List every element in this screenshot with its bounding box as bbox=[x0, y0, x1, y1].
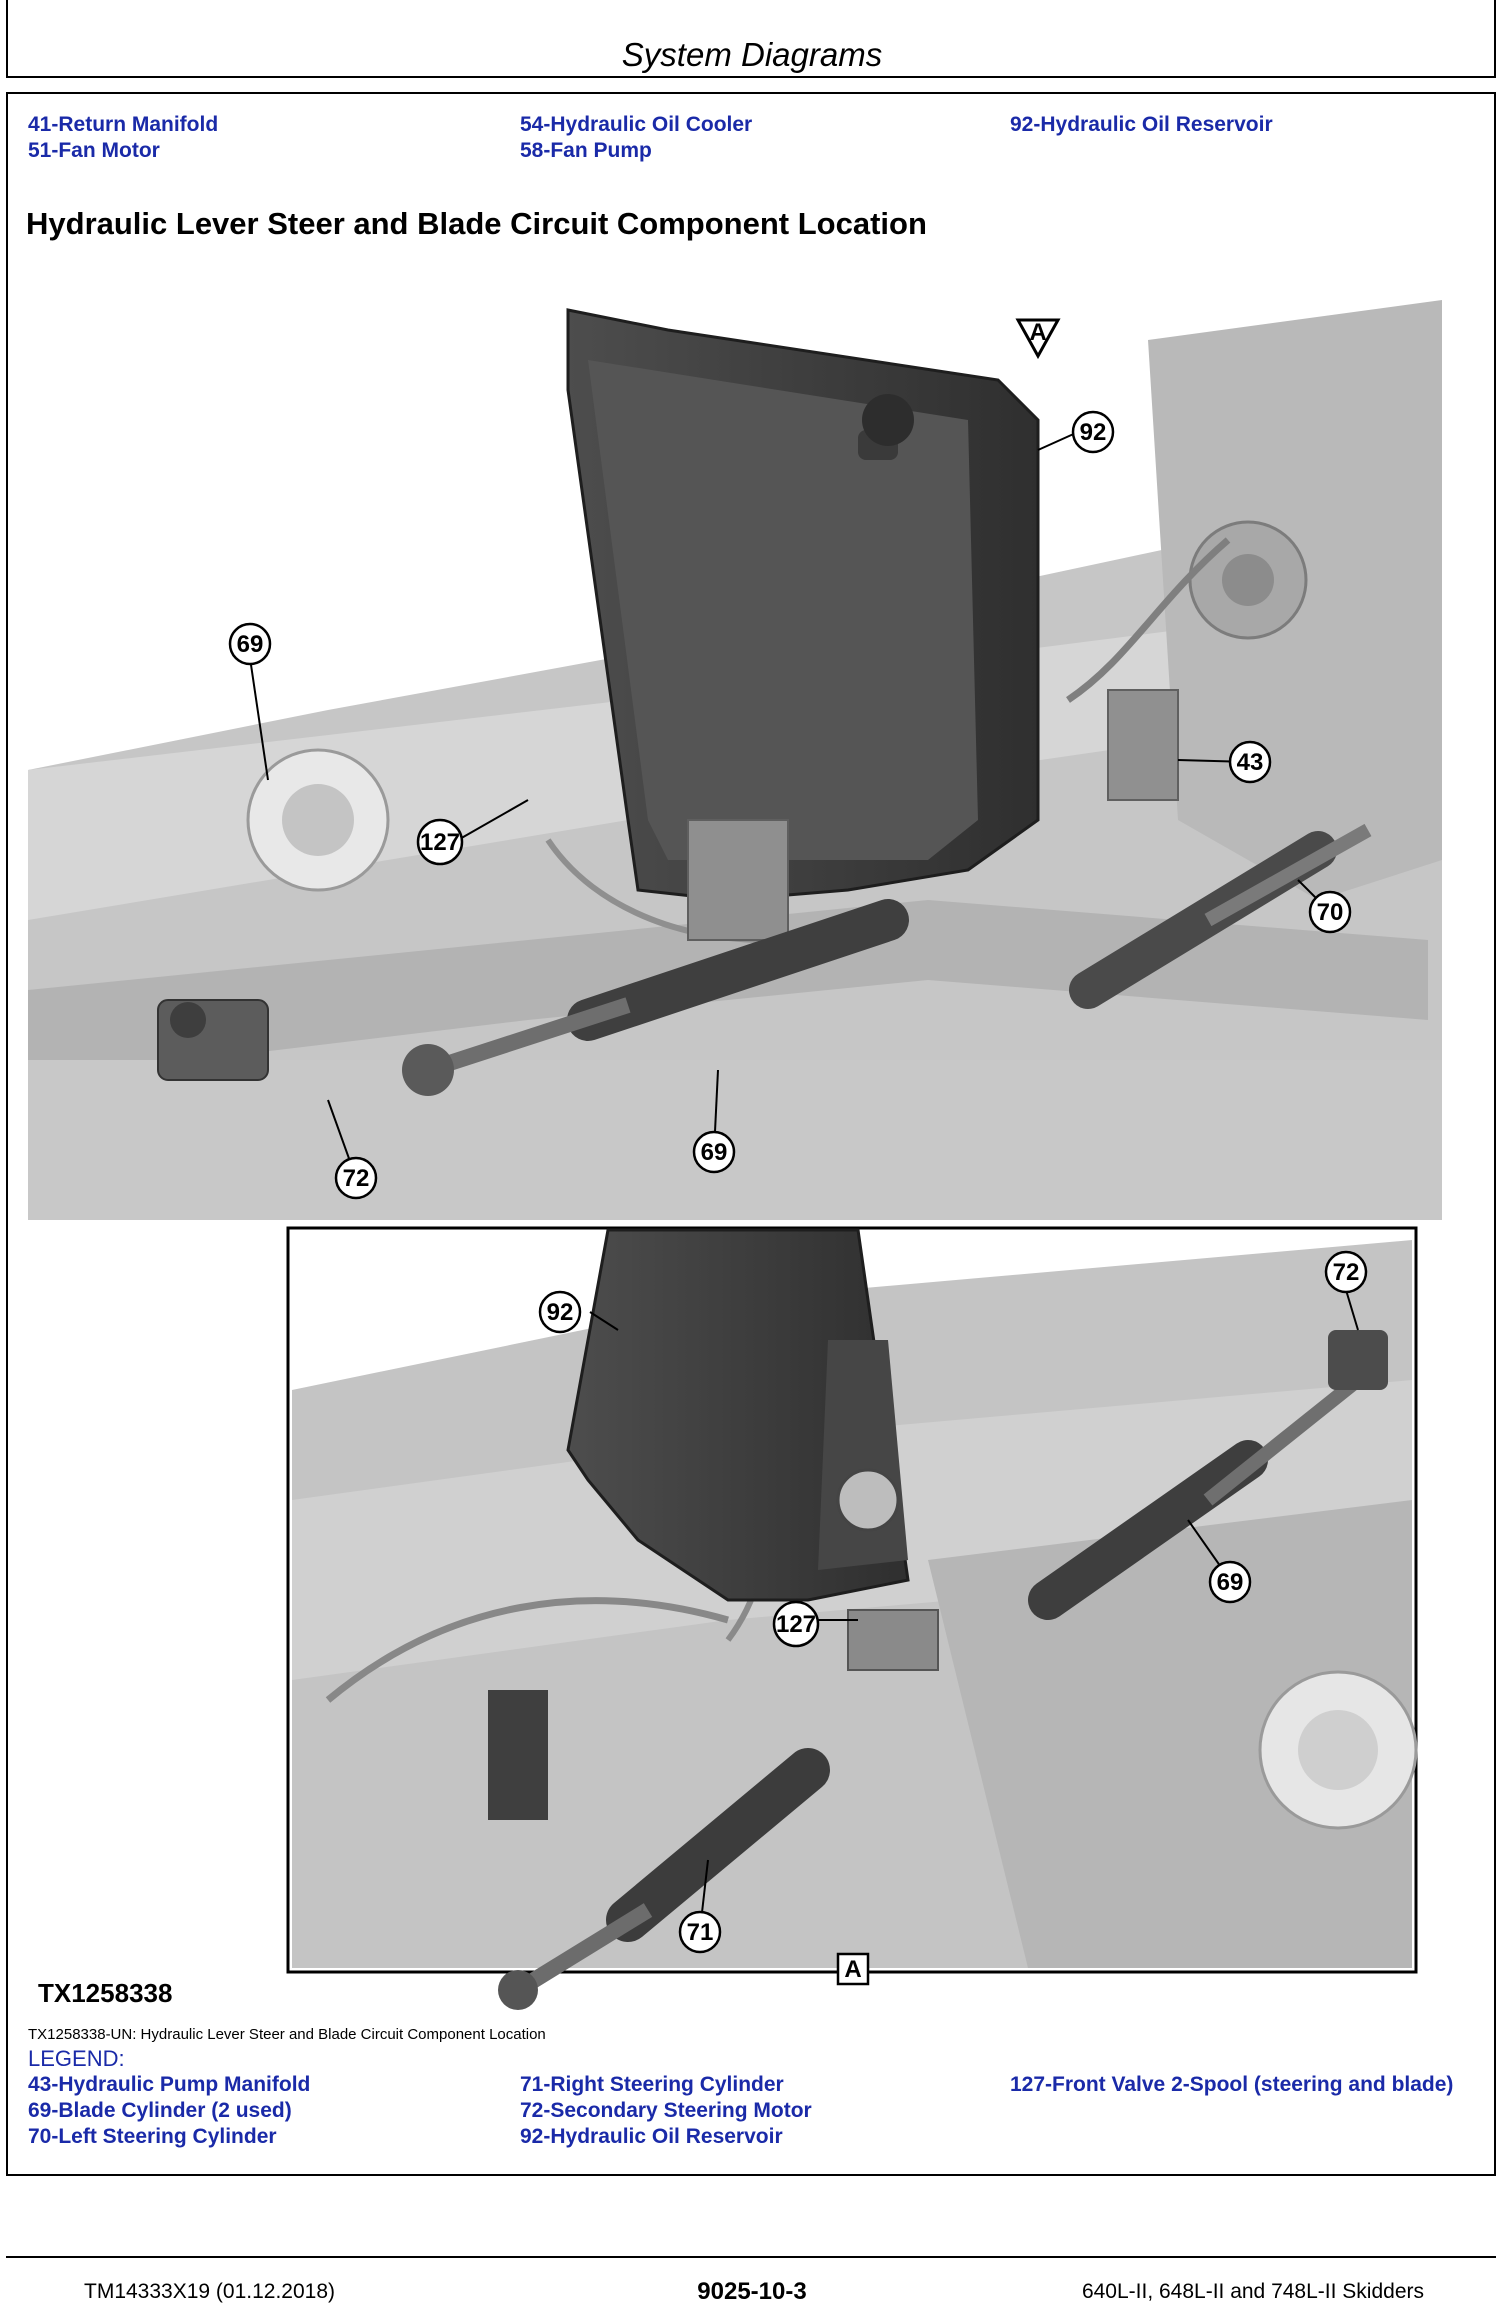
svg-text:72: 72 bbox=[1333, 1259, 1360, 1286]
main-view bbox=[28, 300, 1442, 1220]
view-marker-arrow: A bbox=[1015, 318, 1061, 360]
svg-text:127: 127 bbox=[420, 829, 460, 856]
svg-text:69: 69 bbox=[701, 1139, 728, 1166]
legend-item: 71-Right Steering Cylinder bbox=[520, 2073, 784, 2096]
callout-inset-92: 92 bbox=[538, 1290, 619, 1334]
footer-page-number: 9025-10-3 bbox=[697, 2278, 807, 2305]
view-marker-label: A bbox=[1029, 319, 1046, 346]
svg-text:70: 70 bbox=[1317, 899, 1344, 926]
svg-text:72: 72 bbox=[343, 1165, 370, 1192]
view-marker-box: A bbox=[836, 1952, 870, 1986]
callout-43: 43 bbox=[1177, 740, 1272, 784]
top-legend-item: 92-Hydraulic Oil Reservoir bbox=[1010, 113, 1273, 136]
top-legend-item: 58-Fan Pump bbox=[520, 139, 652, 162]
legend-item: 72-Secondary Steering Motor bbox=[520, 2099, 812, 2122]
figure-id: TX1258338 bbox=[38, 1978, 173, 2008]
callout-72: 72 bbox=[327, 1099, 378, 1200]
svg-text:92: 92 bbox=[1080, 419, 1107, 446]
section-title: Hydraulic Lever Steer and Blade Circuit … bbox=[26, 206, 927, 241]
legend-item: 70-Left Steering Cylinder bbox=[28, 2125, 277, 2148]
svg-text:A: A bbox=[844, 1956, 861, 1983]
top-legend-item: 51-Fan Motor bbox=[28, 139, 160, 162]
page-header-title: System Diagrams bbox=[621, 36, 883, 73]
header-frame bbox=[6, 0, 1496, 78]
footer-rule bbox=[6, 2256, 1496, 2258]
svg-text:69: 69 bbox=[237, 631, 264, 658]
callout-inset-71: 71 bbox=[678, 1859, 722, 1954]
legend-label: LEGEND: bbox=[28, 2046, 125, 2071]
top-legend-item: 54-Hydraulic Oil Cooler bbox=[520, 113, 753, 136]
svg-text:43: 43 bbox=[1237, 749, 1264, 776]
svg-text:92: 92 bbox=[547, 1299, 574, 1326]
top-legend-item: 41-Return Manifold bbox=[28, 113, 219, 136]
callout-92: 92 bbox=[1037, 410, 1115, 454]
callout-69: 69 bbox=[692, 1069, 736, 1174]
callout-127: 127 bbox=[416, 799, 529, 866]
footer-manual-id: TM14333X19 (01.12.2018) bbox=[84, 2280, 336, 2303]
callout-70: 70 bbox=[1297, 879, 1352, 934]
callout-inset-127: 127 bbox=[772, 1600, 858, 1648]
inset-view bbox=[286, 1226, 1418, 2010]
figure-caption: TX1258338-UN: Hydraulic Lever Steer and … bbox=[28, 2026, 546, 2043]
legend-item: 43-Hydraulic Pump Manifold bbox=[28, 2073, 311, 2096]
content-frame bbox=[6, 92, 1496, 2176]
legend-item: 127-Front Valve 2-Spool (steering and bl… bbox=[1010, 2073, 1454, 2096]
callout-69: 69 bbox=[228, 622, 272, 781]
component-location-illustration: A 92 69 127 43 70 69 72 bbox=[28, 300, 1442, 2010]
callout-inset-69: 69 bbox=[1187, 1519, 1252, 1604]
svg-text:69: 69 bbox=[1217, 1569, 1244, 1596]
svg-text:71: 71 bbox=[687, 1919, 714, 1946]
callout-inset-72: 72 bbox=[1324, 1250, 1368, 1331]
svg-text:127: 127 bbox=[776, 1611, 816, 1638]
legend-item: 92-Hydraulic Oil Reservoir bbox=[520, 2125, 783, 2148]
footer-model-names: 640L-II, 648L-II and 748L-II Skidders bbox=[1081, 2280, 1424, 2303]
legend-item: 69-Blade Cylinder (2 used) bbox=[28, 2099, 292, 2122]
